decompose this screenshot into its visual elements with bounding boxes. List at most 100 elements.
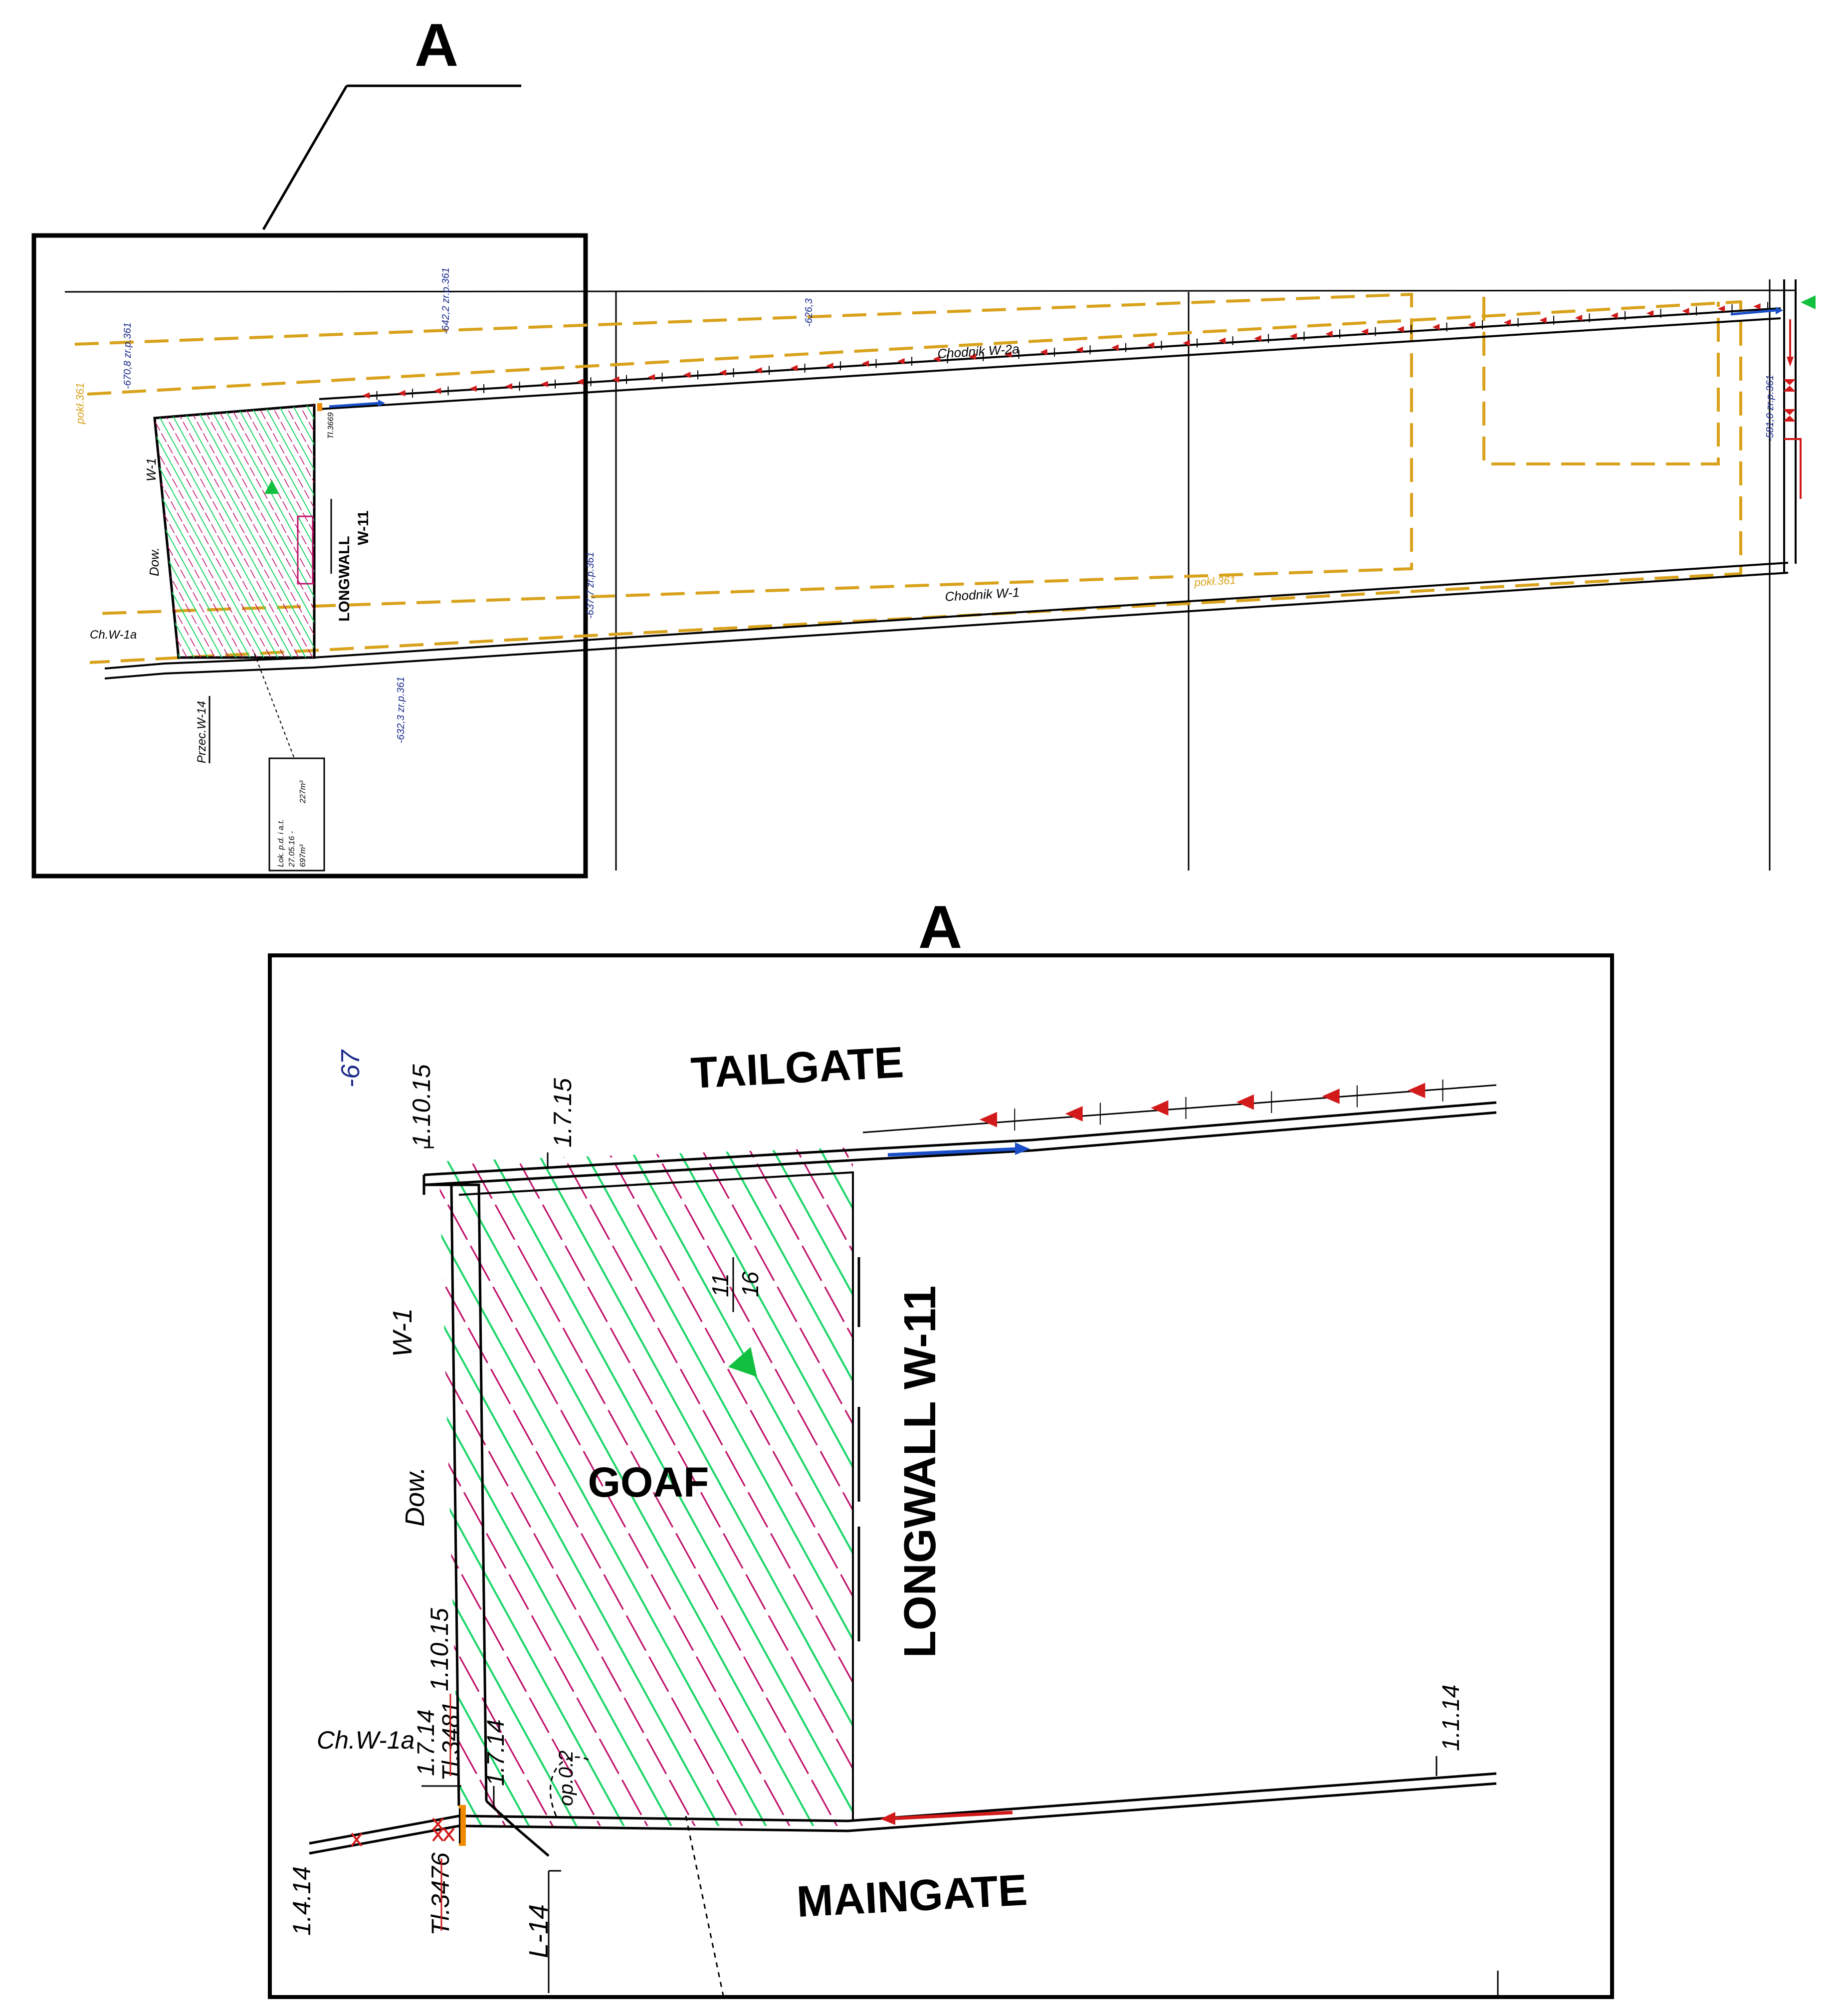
date-1-7-15: 1.7.15 bbox=[549, 1078, 577, 1147]
goaf-hatch-line-dashed bbox=[828, 1147, 853, 1826]
fraction-bottom: 16 bbox=[737, 1271, 763, 1297]
goaf-hatch-line-dashed bbox=[439, 1147, 802, 1826]
overview-elevation-4: -637,7 zr.p.361 bbox=[585, 552, 596, 619]
goaf-hatch-line-dashed bbox=[184, 405, 314, 658]
airflow-arrow-marker bbox=[1236, 1094, 1254, 1110]
goaf-hatch-line-dashed bbox=[155, 405, 289, 658]
legend-line-4: 227m³ bbox=[299, 780, 307, 804]
date-1-7-14-left: 1.7.14 bbox=[413, 1710, 439, 1776]
airflow-arrow-marker bbox=[1254, 335, 1261, 342]
overview-goaf-outline bbox=[153, 404, 316, 659]
goaf-hatch-line-dashed bbox=[544, 1147, 853, 1826]
goaf-hatch-line bbox=[439, 1147, 589, 1826]
date-1-4-14: 1.4.14 bbox=[288, 1866, 316, 1936]
goaf-hatch-line bbox=[615, 1147, 853, 1826]
detail-frame bbox=[268, 953, 1614, 1999]
airflow-arrow-marker bbox=[541, 381, 548, 388]
airflow-arrow-marker bbox=[1289, 333, 1297, 340]
detail-ventilation-arrow bbox=[728, 1347, 757, 1377]
legend-line-1: Lok. p.d. i a.t. bbox=[277, 819, 285, 867]
goaf-hatch-line-dashed bbox=[781, 1147, 853, 1826]
goaf-hatch-line bbox=[155, 405, 184, 658]
goaf-hatch-line bbox=[317, 399, 463, 664]
detail-black-marker bbox=[459, 1808, 460, 1843]
airflow-arrow-marker bbox=[1065, 1106, 1083, 1121]
airflow-arrow-marker bbox=[719, 369, 727, 376]
airflow-arrow-marker bbox=[1218, 337, 1226, 344]
overview-chodnik-w1: Chodnik W-1 bbox=[945, 585, 1020, 604]
goaf-hatch-line-dashed bbox=[0, 399, 51, 664]
goaf-hatch-line bbox=[0, 399, 44, 664]
goaf-hatch-line-dashed bbox=[0, 399, 37, 664]
w1-label: W-1 bbox=[388, 1308, 417, 1357]
goaf-hatch-line-dashed bbox=[686, 1147, 853, 1826]
goaf-hatch-line bbox=[163, 405, 310, 658]
airflow-arrow-marker bbox=[362, 392, 370, 399]
goaf-hatch-line bbox=[155, 405, 296, 658]
right-red-line bbox=[1784, 438, 1802, 499]
airflow-arrow-marker bbox=[505, 383, 513, 390]
goaf-hatch-line bbox=[261, 405, 314, 658]
minus-67-label: -67 bbox=[336, 1049, 365, 1088]
goaf-hatch-line bbox=[0, 399, 142, 664]
airflow-arrow-marker bbox=[1147, 342, 1155, 349]
overview-chodnik-w2a: Chodnik W-2a bbox=[937, 341, 1020, 361]
goaf-hatch-line-dashed bbox=[155, 405, 275, 658]
airflow-arrow-marker bbox=[1004, 351, 1012, 358]
goaf-hatch-line-dashed bbox=[226, 405, 314, 658]
l14-label: L-14 bbox=[524, 1904, 554, 1958]
airflow-arrow-marker bbox=[933, 356, 941, 362]
goaf-hatch-line bbox=[155, 405, 254, 658]
overview-goaf-hatch bbox=[0, 399, 463, 664]
tailgate-airflow-arrows bbox=[362, 302, 1769, 400]
airflow-arrow-marker bbox=[1682, 308, 1689, 314]
goaf-hatch-line bbox=[439, 1147, 731, 1826]
goaf-hatch-line bbox=[247, 405, 314, 658]
overview-longwall-id: W-11 bbox=[355, 510, 372, 545]
detail-dotted-leader bbox=[685, 1815, 724, 1996]
blue-arrow-top-right-head bbox=[1776, 307, 1783, 314]
overview-legend-box: Lok. p.d. i a.t. 27.05.16 - 697m³ 227m³ bbox=[268, 757, 325, 872]
detail-orange-marker bbox=[459, 1805, 466, 1846]
goaf-hatch-line-dashed bbox=[0, 399, 79, 664]
overview-w1: W-1 bbox=[144, 458, 159, 481]
airflow-arrow-marker bbox=[1468, 321, 1475, 328]
detail-tailgate-airflow-arrows bbox=[979, 1079, 1443, 1131]
date-1-7-14-right: 1.7.14 bbox=[483, 1720, 509, 1786]
goaf-hatch-line bbox=[0, 399, 114, 664]
goaf-hatch-line-dashed bbox=[439, 1147, 707, 1826]
goaf-hatch-line-dashed bbox=[155, 405, 219, 658]
goaf-hatch-line bbox=[710, 1147, 853, 1826]
tailgate-label: TAILGATE bbox=[690, 1037, 905, 1098]
goaf-hatch-line bbox=[439, 1147, 541, 1826]
goaf-hatch-line-dashed bbox=[0, 399, 121, 664]
overview-ti-label: Tl.3669 bbox=[327, 413, 335, 439]
fraction-top: 11 bbox=[707, 1273, 733, 1297]
goaf-hatch-line-dashed bbox=[155, 405, 261, 658]
airflow-arrow-marker bbox=[979, 1112, 998, 1127]
airflow-arrow-marker bbox=[826, 362, 833, 369]
longwall-w11-label: LONGWALL W-11 bbox=[895, 1286, 945, 1658]
goaf-hatch-line bbox=[473, 1147, 853, 1826]
goaf-hatch-line-dashed bbox=[497, 1147, 853, 1826]
goaf-hatch-line bbox=[155, 405, 226, 658]
goaf-hatch-line bbox=[177, 405, 314, 658]
date-1-10-15-top: 1.10.15 bbox=[408, 1064, 435, 1147]
goaf-hatch-line-dashed bbox=[198, 405, 314, 658]
airflow-arrow-marker bbox=[433, 388, 441, 394]
goaf-hatch-line-dashed bbox=[639, 1147, 853, 1826]
goaf-hatch-line bbox=[155, 405, 198, 658]
airflow-arrow-marker bbox=[1111, 344, 1119, 351]
airflow-arrow-marker bbox=[1408, 1083, 1426, 1099]
airflow-arrow-marker bbox=[897, 358, 905, 365]
overview-label-a: A bbox=[414, 11, 458, 79]
airflow-arrow-marker bbox=[1503, 319, 1511, 326]
date-tick-lines bbox=[421, 1146, 1499, 1996]
goaf-hatch-line bbox=[0, 399, 2, 664]
goaf-hatch-line-dashed bbox=[268, 405, 314, 658]
goaf-hatch-line bbox=[439, 1147, 778, 1826]
goaf-label: GOAF bbox=[588, 1459, 709, 1506]
goaf-hatch-line-dashed bbox=[170, 405, 314, 658]
tailgate-roadway bbox=[319, 307, 1781, 410]
